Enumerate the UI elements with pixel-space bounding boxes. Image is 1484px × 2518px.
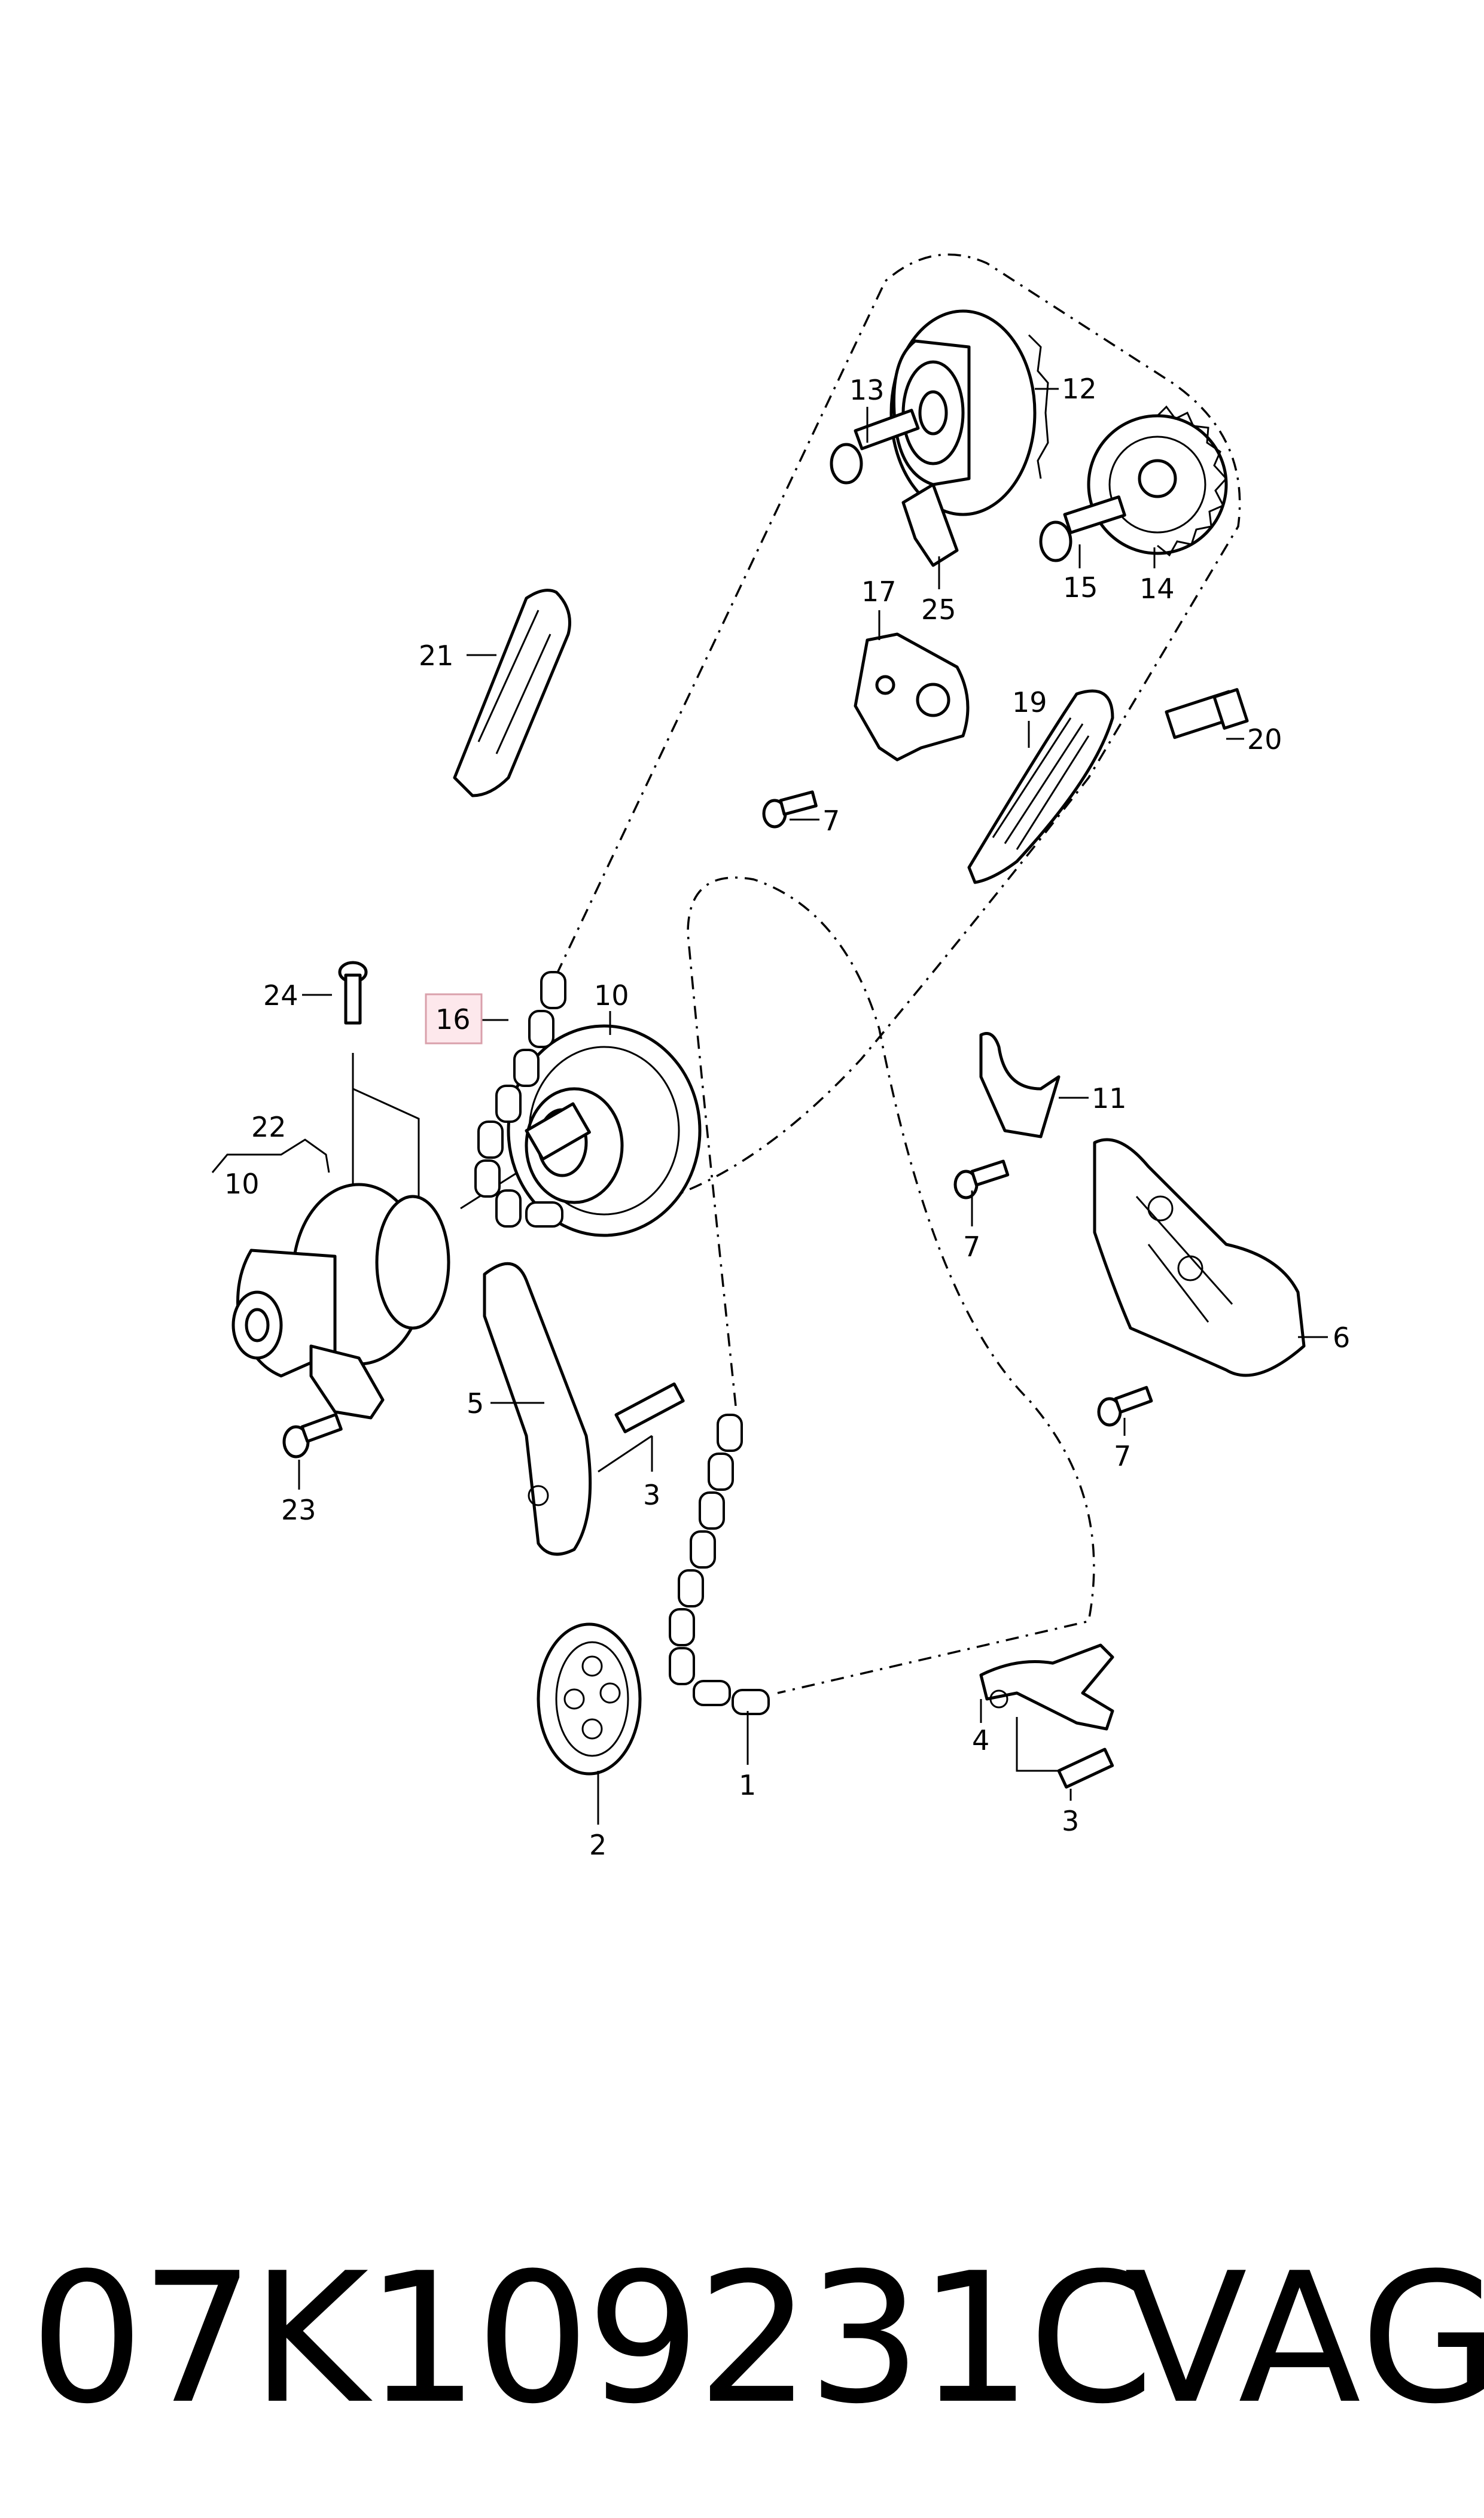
callout-15: 15	[1063, 571, 1098, 604]
camshaft-adjuster-12	[889, 309, 1049, 516]
callout-21: 21	[419, 640, 454, 672]
callout-16: 16	[435, 1003, 471, 1036]
chain-guide-11	[979, 1032, 1061, 1138]
callout-7c: 7	[1114, 1440, 1131, 1472]
guide-rail-21	[453, 589, 571, 797]
bolt-7b	[953, 1159, 1010, 1199]
callout-12: 12	[1062, 373, 1097, 405]
chain-tensioner-6	[1093, 1138, 1306, 1377]
callout-20: 20	[1247, 723, 1282, 756]
bolt-24	[338, 961, 368, 1025]
camshaft-sprocket-14	[1087, 405, 1228, 557]
tensioner-arm-4	[979, 1643, 1114, 1731]
part-number: 07K109231C	[30, 2234, 1154, 2443]
callout-22: 22	[251, 1111, 287, 1143]
camshaft-assembly-22	[231, 1183, 450, 1420]
callout-4: 4	[972, 1724, 989, 1756]
callout-6: 6	[1333, 1322, 1350, 1354]
clip-25	[901, 483, 959, 567]
callout-16-highlight	[425, 993, 483, 1045]
chain-routing-paths	[352, 253, 1241, 1772]
callout-7b: 7	[963, 1231, 980, 1263]
callout-24: 24	[263, 979, 298, 1012]
plug-20	[1165, 688, 1249, 739]
timing-chain-1	[669, 1414, 770, 1715]
callout-19: 19	[1012, 686, 1047, 718]
guide-pin-3b	[1057, 1747, 1114, 1789]
chain-tensioner-17	[854, 632, 970, 762]
callout-7a: 7	[822, 805, 840, 837]
bolt-13	[830, 409, 920, 485]
callout-17: 17	[861, 576, 897, 608]
leader-lines	[211, 388, 1328, 1825]
timing-chain-16	[474, 971, 566, 1228]
bolt-15	[1039, 495, 1126, 562]
bolt-23	[282, 1412, 343, 1459]
bolt-7a	[762, 790, 818, 829]
crankshaft-sprocket-2	[537, 1622, 642, 1776]
guide-pin-3a	[614, 1382, 685, 1433]
callout-3a: 3	[643, 1479, 660, 1511]
callout-2: 2	[589, 1829, 607, 1861]
callout-14: 14	[1139, 573, 1175, 605]
callout-labels: 1 2 3 3 4 5 6 7 7 7 10 10 11 12 13 14 15…	[224, 373, 1350, 1861]
callout-13: 13	[849, 374, 885, 406]
tensioning-rail-19	[967, 689, 1114, 884]
bolt-7c	[1097, 1386, 1153, 1427]
callout-25: 25	[921, 593, 956, 626]
camshaft-adjuster-10	[507, 1024, 702, 1237]
brand-name: VAG	[1125, 2234, 1484, 2443]
callout-1: 1	[739, 1769, 756, 1801]
callout-23: 23	[281, 1494, 316, 1526]
callout-10a: 10	[594, 979, 629, 1012]
callout-5: 5	[467, 1387, 484, 1420]
callout-10b: 10	[224, 1168, 260, 1200]
callout-3b: 3	[1062, 1805, 1079, 1837]
guide-rail-5	[483, 1262, 592, 1556]
callout-11: 11	[1092, 1082, 1127, 1115]
